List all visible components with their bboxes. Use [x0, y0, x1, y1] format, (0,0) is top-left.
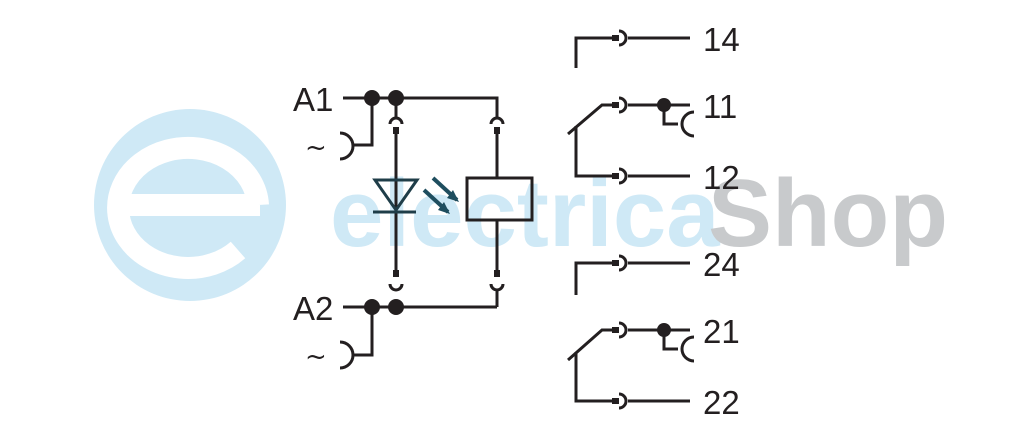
relay-coil: [465, 176, 534, 222]
watermark-logo-e: [107, 136, 269, 279]
contact-set-1: 14 11 12: [567, 21, 740, 196]
watermark-text-shop: Shop: [708, 160, 948, 267]
terminal-label-22: 22: [703, 384, 740, 421]
junction-dot: [388, 299, 404, 315]
terminal-label-21: 21: [703, 313, 740, 350]
led-branch: [372, 98, 459, 292]
socket-icon: [680, 335, 695, 363]
connector-icon: [618, 29, 628, 47]
relay-coil-branch: [465, 116, 534, 307]
led-diode-icon: [372, 178, 420, 213]
watermark: electrica Shop: [94, 109, 948, 301]
terminal-label-a1: A1: [293, 81, 333, 118]
connector-icon: [388, 116, 404, 125]
terminal-label-14: 14: [703, 21, 740, 58]
ac-socket-icon: [339, 340, 355, 370]
changeover-switch: [567, 328, 690, 362]
terminal-label-a2: A2: [293, 290, 333, 327]
terminal-label-24: 24: [703, 246, 740, 283]
terminal-label-11: 11: [703, 88, 737, 125]
changeover-switch: [567, 103, 690, 136]
contact-set-2: 24 21 22: [567, 246, 740, 421]
connector-icon: [388, 283, 404, 292]
ac-symbol-a1: ~: [305, 133, 327, 163]
terminal-label-12: 12: [703, 159, 740, 196]
socket-icon: [680, 110, 695, 138]
coil-input-a2: A2 ~: [293, 290, 497, 372]
ac-symbol-a2: ~: [305, 342, 327, 372]
ac-socket-icon: [339, 131, 355, 161]
